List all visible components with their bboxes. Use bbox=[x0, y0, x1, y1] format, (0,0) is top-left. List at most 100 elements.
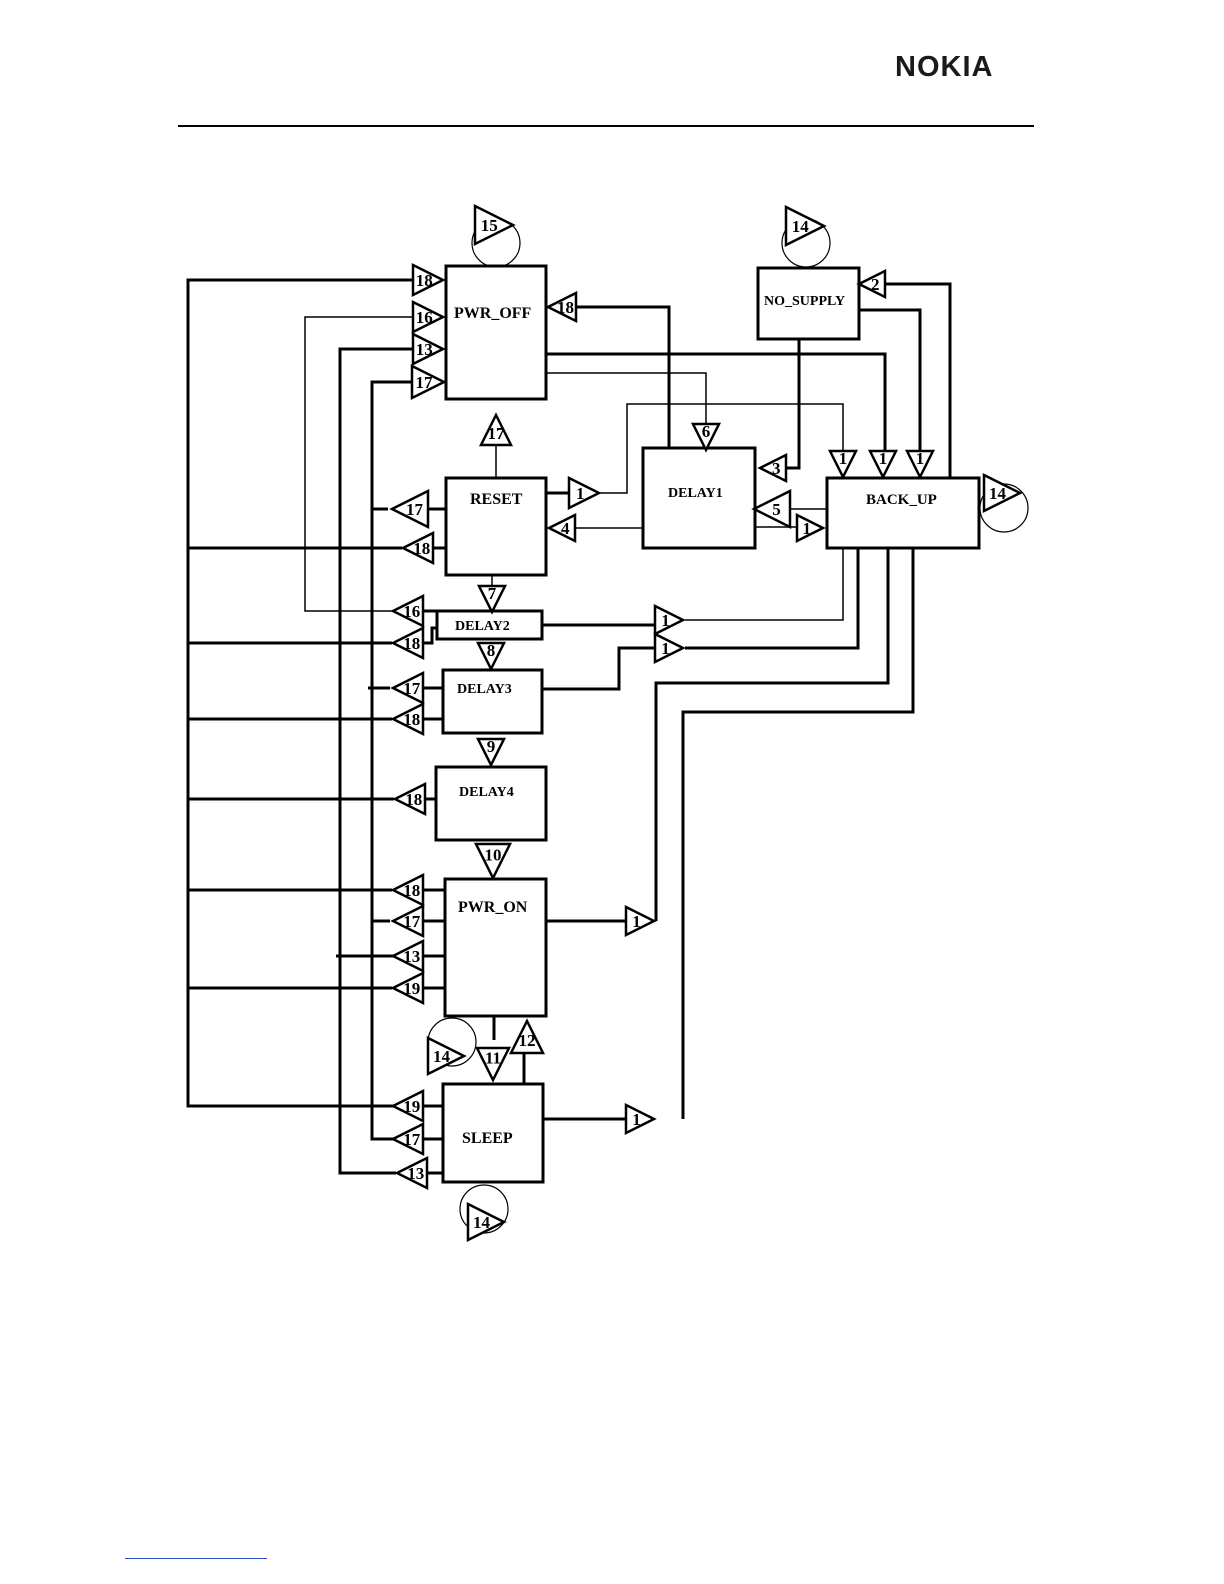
transition-number: 14 bbox=[989, 484, 1007, 503]
state-delay4: DELAY4 bbox=[436, 767, 546, 840]
transition-number: 11 bbox=[485, 1049, 501, 1068]
pwr-on-label: PWR_ON bbox=[458, 899, 528, 916]
transition-number: 14 bbox=[473, 1213, 491, 1232]
transition-number: 13 bbox=[416, 340, 433, 359]
state-pwr-on: PWR_ON bbox=[445, 879, 546, 1016]
transition-number: 17 bbox=[416, 373, 434, 392]
state-reset: RESET bbox=[446, 478, 546, 575]
transition-number: 14 bbox=[792, 217, 810, 236]
transition-sleep-in-13: 13 bbox=[397, 1158, 427, 1188]
transition-pwr-on-to-back-up: 1 bbox=[626, 907, 654, 935]
state-delay3: DELAY3 bbox=[443, 670, 542, 733]
transition-delay2-to-back-up: 1 bbox=[655, 606, 683, 634]
transition-delay4-in-18: 18 bbox=[395, 784, 425, 814]
transition-delay2-in-16: 16 bbox=[393, 596, 423, 626]
transition-delay3-in-17: 17 bbox=[393, 673, 423, 703]
transition-no-supply-self: 14 bbox=[786, 207, 824, 245]
back-up-label: BACK_UP bbox=[866, 492, 937, 508]
transition-number: 1 bbox=[661, 639, 670, 658]
transition-number: 19 bbox=[403, 1097, 420, 1116]
transition-pwr-off-in-d: 17 bbox=[412, 366, 444, 398]
transition-sleep-self: 14 bbox=[468, 1204, 504, 1240]
pwr-off-label: PWR_OFF bbox=[454, 305, 532, 322]
transition-delay3-in-18: 18 bbox=[393, 704, 423, 734]
transition-number: 1 bbox=[632, 1110, 641, 1129]
transition-number: 4 bbox=[561, 519, 570, 538]
transition-number: 10 bbox=[485, 845, 502, 864]
transition-reset-in-17: 17 bbox=[392, 491, 428, 527]
transition-delay1-in-3: 3 bbox=[760, 455, 786, 481]
state-pwr-off: PWR_OFF bbox=[446, 266, 546, 399]
transition-number: 18 bbox=[557, 298, 574, 317]
transition-number: 1 bbox=[879, 449, 888, 468]
delay4-label: DELAY4 bbox=[459, 785, 514, 800]
transition-delay1-in-5: 5 bbox=[754, 491, 790, 527]
transition-pwr-on-in-18: 18 bbox=[393, 875, 423, 905]
transition-number: 18 bbox=[413, 539, 430, 558]
transition-number: 2 bbox=[871, 275, 880, 294]
transition-pwr-on-in-13: 13 bbox=[393, 941, 423, 971]
transition-delay2-in-18: 18 bbox=[393, 628, 423, 658]
transition-reset-in-4: 4 bbox=[549, 515, 575, 541]
sleep-label: SLEEP bbox=[462, 1130, 513, 1147]
transition-delay2-to-delay3: 8 bbox=[478, 641, 504, 669]
transition-pwr-off-in-right: 18 bbox=[548, 293, 576, 321]
transition-number: 18 bbox=[405, 790, 422, 809]
transition-number: 9 bbox=[487, 737, 496, 756]
transition-sleep-to-back-up: 1 bbox=[626, 1105, 654, 1133]
transition-reset-to-delay2: 7 bbox=[479, 584, 505, 612]
transition-number: 16 bbox=[416, 308, 433, 327]
transition-number: 6 bbox=[702, 422, 711, 441]
transition-back-up-in-1a: 1 bbox=[830, 449, 856, 477]
transition-sleep-in-19: 19 bbox=[393, 1091, 423, 1121]
transition-back-up-self: 14 bbox=[984, 475, 1020, 511]
transition-delay1-in-6: 6 bbox=[693, 422, 719, 450]
transition-delay4-to-pwr-on: 10 bbox=[476, 844, 510, 878]
wires bbox=[188, 280, 950, 1173]
transition-pwr-on-in-19: 19 bbox=[393, 973, 423, 1003]
transition-pwr-on-self: 14 bbox=[428, 1038, 464, 1074]
transition-sleep-to-pwr-on: 12 bbox=[511, 1021, 543, 1053]
reset-label: RESET bbox=[470, 491, 523, 508]
transition-number: 16 bbox=[403, 602, 420, 621]
delay2-label: DELAY2 bbox=[455, 619, 510, 634]
transition-pwr-off-in-b: 16 bbox=[413, 302, 443, 332]
transition-number: 18 bbox=[416, 271, 433, 290]
transition-number: 17 bbox=[406, 500, 424, 519]
transition-pwr-off-self: 15 bbox=[475, 206, 513, 244]
transition-number: 17 bbox=[403, 912, 421, 931]
transition-number: 13 bbox=[403, 947, 420, 966]
transition-number: 17 bbox=[403, 679, 421, 698]
transition-number: 1 bbox=[839, 449, 848, 468]
transition-pwr-off-in-a: 18 bbox=[413, 265, 443, 295]
transition-pwr-on-to-sleep: 11 bbox=[477, 1048, 509, 1080]
transition-number: 3 bbox=[772, 459, 781, 478]
transition-pwr-off-in-c: 13 bbox=[413, 334, 443, 364]
transition-number: 17 bbox=[488, 424, 506, 443]
transition-number: 8 bbox=[487, 641, 496, 660]
transition-pwr-on-in-17: 17 bbox=[393, 906, 423, 936]
transition-number: 1 bbox=[661, 611, 670, 630]
transition-number: 12 bbox=[519, 1031, 536, 1050]
footer-rule bbox=[125, 1558, 267, 1559]
transition-number: 7 bbox=[488, 584, 497, 603]
state-back-up: BACK_UP bbox=[827, 478, 979, 548]
transition-number: 18 bbox=[403, 881, 420, 900]
state-sleep: SLEEP bbox=[443, 1084, 543, 1182]
transition-delay1-to-back-up: 1 bbox=[797, 515, 823, 541]
transition-back-up-in-1b: 1 bbox=[870, 449, 896, 477]
state-delay1: DELAY1 bbox=[643, 448, 755, 548]
transition-reset-to-delay1: 1 bbox=[569, 478, 599, 508]
state-delay2: DELAY2 bbox=[437, 611, 542, 639]
transition-number: 18 bbox=[403, 634, 420, 653]
transition-number: 14 bbox=[433, 1047, 451, 1066]
transition-no-supply-in: 2 bbox=[859, 271, 885, 297]
state-no-supply: NO_SUPPLY bbox=[758, 268, 859, 339]
delay1-label: DELAY1 bbox=[668, 486, 723, 501]
delay3-label: DELAY3 bbox=[457, 682, 512, 697]
transition-number: 1 bbox=[632, 912, 641, 931]
transition-number: 1 bbox=[916, 449, 925, 468]
transition-number: 1 bbox=[576, 484, 585, 503]
transition-delay3-to-back-up: 1 bbox=[655, 634, 683, 662]
